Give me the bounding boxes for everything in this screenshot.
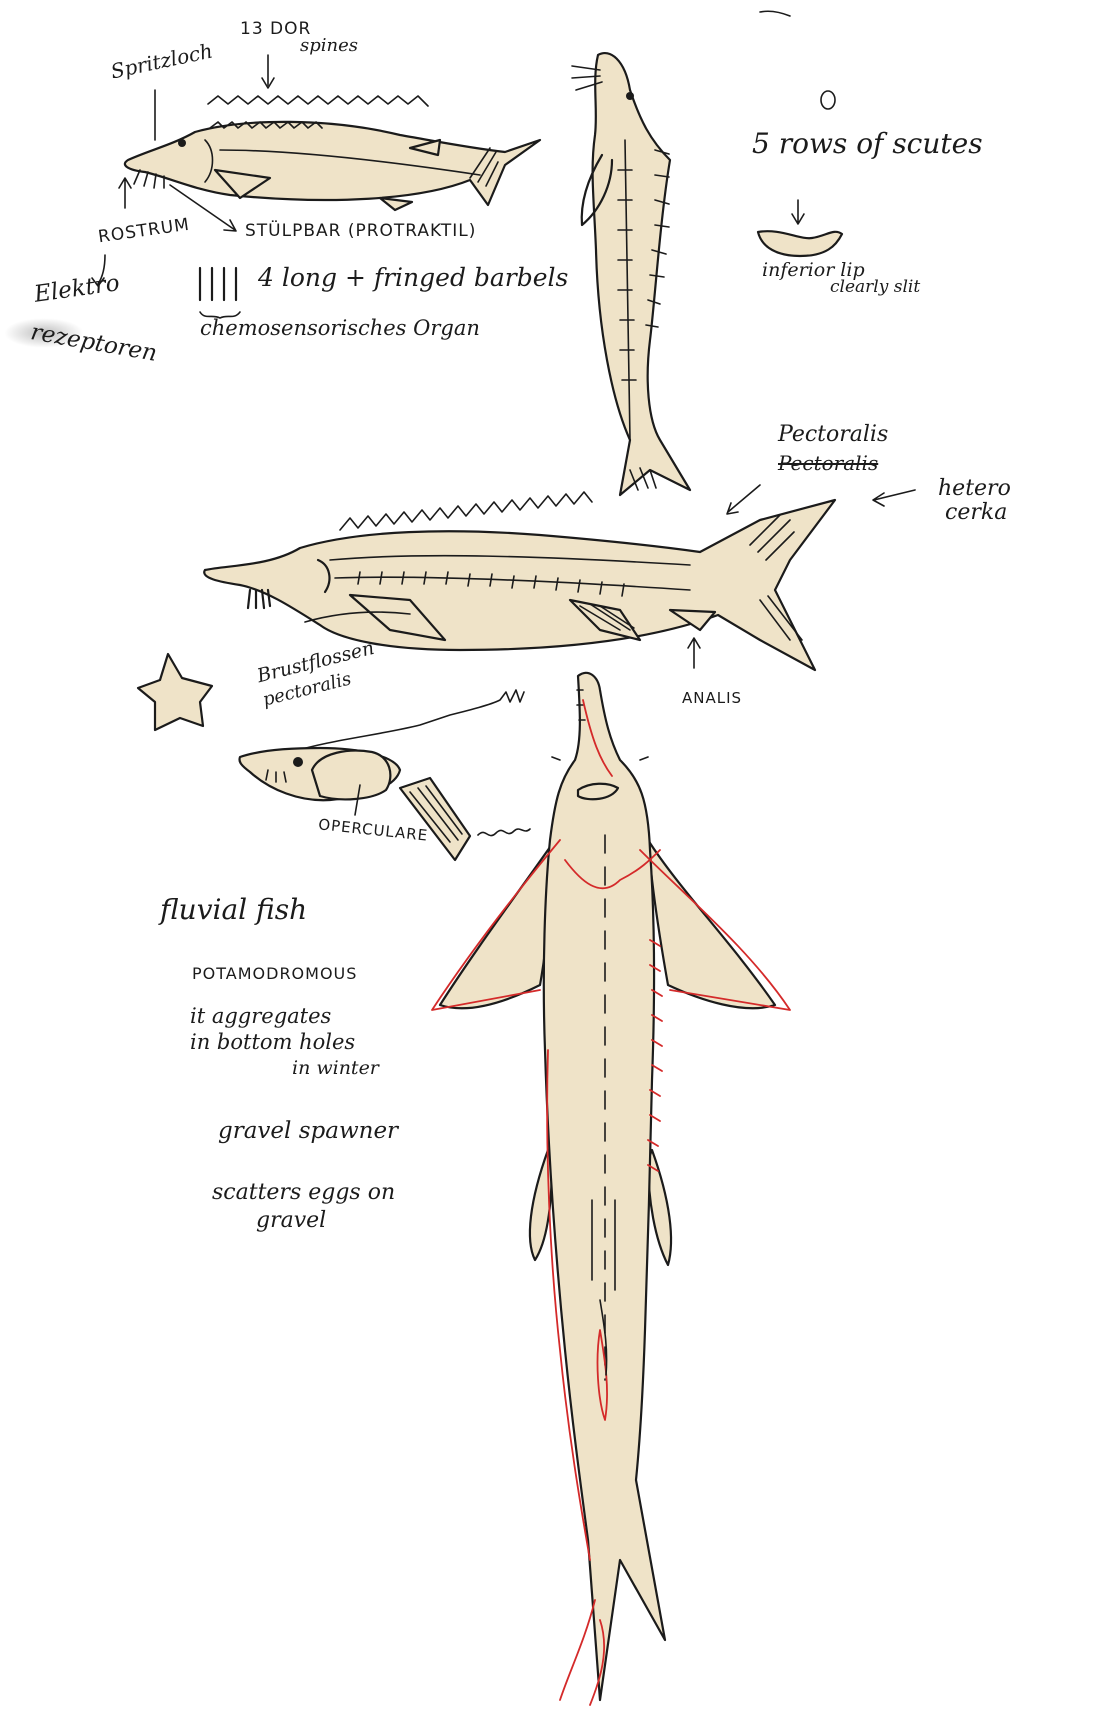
dorsal-spines-zigzag — [208, 96, 428, 106]
head-back-line — [292, 690, 524, 752]
inferior-lip-shape — [758, 231, 842, 256]
fish-body-outline — [125, 122, 540, 205]
label-pectoralis: Pectoralis — [778, 422, 888, 447]
scute-lip-sketch — [758, 91, 842, 256]
label-barbels: 4 long + fringed barbels — [258, 264, 568, 293]
fish-eye — [178, 139, 186, 147]
barbel-tally-marks — [200, 268, 236, 300]
note-fluvial-fish: fluvial fish — [160, 894, 307, 926]
spines-arrow — [262, 55, 274, 88]
fin-trailing-squiggle — [478, 829, 530, 836]
head-eye — [293, 757, 303, 767]
fish4-pectoral-left — [440, 840, 555, 1008]
scute-circle — [821, 91, 835, 109]
label-analis: ANALIS — [682, 690, 742, 707]
note-potamodromous: POTAMODROMOUS — [192, 965, 357, 983]
pectoral-fin-hatched — [400, 778, 470, 860]
pectoralis-pointer-arrow — [727, 485, 760, 514]
label-pectoralis-struck: Pectoralis — [778, 452, 878, 475]
label-stulpbar: STÜLPBAR (PROTRAKTIL) — [245, 222, 476, 242]
fish4-body — [544, 673, 665, 1700]
fish3-spines — [340, 492, 592, 530]
label-hetero: hetero — [938, 476, 1011, 501]
label-spines: spines — [300, 36, 358, 57]
heterocerka-arrow — [873, 490, 915, 506]
corner-mark — [760, 11, 790, 16]
fish-anal-fin — [380, 198, 412, 210]
analis-arrow — [688, 638, 700, 668]
fish2-eye — [626, 92, 634, 100]
label-5-rows-scutes: 5 rows of scutes — [752, 128, 983, 160]
fish3-body — [204, 500, 835, 670]
rostrum-arrow — [119, 178, 131, 208]
label-cerka: cerka — [945, 500, 1007, 525]
label-chemosensorisch: chemosensorisches Organ — [200, 316, 480, 340]
note-gravel: gravel — [256, 1208, 326, 1233]
operculum-plate — [312, 751, 390, 800]
fish2-body — [593, 53, 690, 495]
fish4-pectoral-right — [648, 840, 775, 1008]
note-scatters-eggs: scatters eggs on — [212, 1180, 395, 1205]
star-scute-sketch — [138, 654, 212, 730]
note-bottom-holes: in bottom holes — [190, 1030, 355, 1054]
note-in-winter: in winter — [292, 1058, 379, 1080]
note-gravel-spawner: gravel spawner — [218, 1118, 398, 1144]
note-aggregates: it aggregates — [190, 1004, 331, 1028]
sturgeon-large-side-sketch — [204, 485, 915, 670]
label-clearly-slit: clearly slit — [830, 278, 920, 298]
scute-arrow — [792, 200, 804, 224]
sturgeon-top-sketch — [572, 53, 690, 495]
sturgeon-dorsal-view-sketch — [432, 673, 790, 1705]
